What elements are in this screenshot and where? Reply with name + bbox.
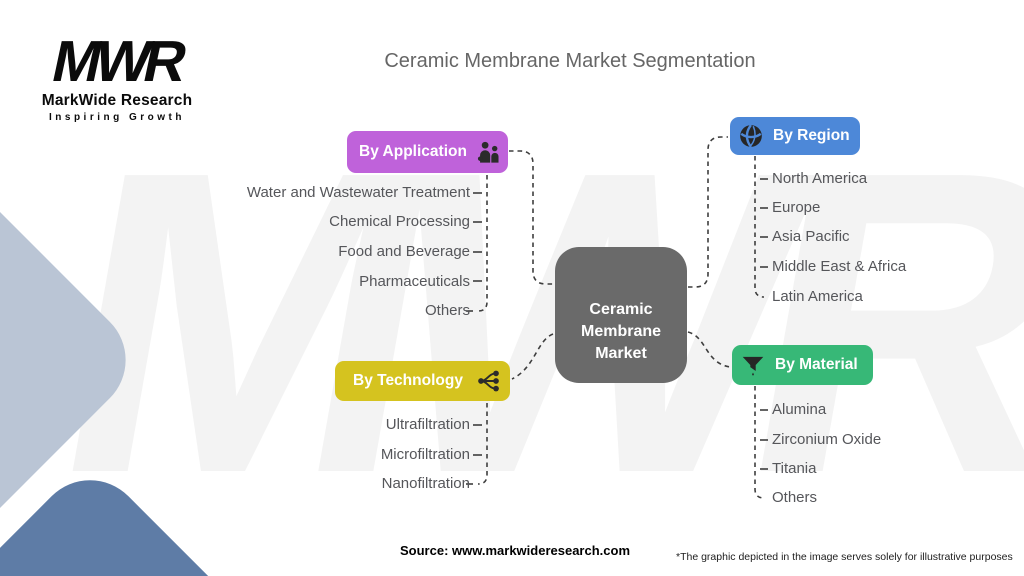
page-title: Ceramic Membrane Market Segmentation	[384, 50, 756, 72]
connector-region-center	[688, 136, 728, 288]
branch-node-technology: By Technology	[335, 361, 510, 401]
application-item: Food and Beverage	[338, 243, 470, 260]
region-item: Latin America	[772, 288, 863, 305]
connector-application-center	[509, 150, 554, 285]
region-item: North America	[772, 170, 868, 187]
network-icon	[476, 368, 502, 394]
logo-name: MarkWide Research	[41, 92, 193, 110]
workers-icon	[475, 139, 502, 166]
source-text: Source: www.markwideresearch.com	[400, 543, 631, 558]
globe-icon	[738, 123, 764, 149]
technology-item: Microfiltration	[380, 446, 470, 463]
branch-label-application: By Application	[359, 143, 467, 160]
technology-item: Ultrafiltration	[385, 416, 470, 433]
connector-technology-center	[511, 333, 554, 380]
region-item: Middle East & Africa	[772, 258, 907, 275]
material-item: Titania	[772, 460, 817, 477]
region-item: Europe	[772, 199, 821, 216]
branch-label-material: By Material	[775, 356, 858, 373]
disclaimer-text: *The graphic depicted in the image serve…	[676, 551, 1013, 563]
branch-label-region: By Region	[773, 127, 850, 144]
branch-node-material: By Material	[732, 345, 873, 385]
branch-node-application: By Application	[347, 131, 508, 173]
branch-label-technology: By Technology	[353, 372, 463, 389]
funnel-icon	[740, 352, 766, 378]
central-node-line: Membrane	[580, 323, 662, 340]
logo: MWR MarkWide Research Inspiring Growth	[28, 29, 206, 124]
spine-application	[477, 175, 488, 312]
application-item: Pharmaceuticals	[359, 273, 470, 290]
application-item: Others	[424, 302, 470, 319]
spine-technology	[477, 403, 488, 485]
application-item: Water and Wastewater Treatment	[246, 184, 470, 201]
logo-tagline: Inspiring Growth	[49, 112, 185, 124]
spine-material	[754, 386, 765, 499]
central-node-line: Market	[595, 345, 647, 362]
central-node: Ceramic Membrane Market	[555, 247, 687, 383]
spine-region	[754, 156, 765, 298]
material-item: Alumina	[772, 401, 827, 418]
central-node-line: Ceramic	[589, 301, 653, 318]
technology-item: Nanofiltration	[381, 475, 470, 492]
material-item: Others	[772, 489, 818, 506]
branch-node-region: By Region	[730, 117, 860, 155]
material-item: Zirconium Oxide	[772, 431, 882, 448]
connector-material-center	[687, 331, 731, 368]
application-item: Chemical Processing	[329, 213, 470, 230]
logo-mark: MWR	[46, 29, 188, 94]
region-item: Asia Pacific	[772, 228, 850, 245]
